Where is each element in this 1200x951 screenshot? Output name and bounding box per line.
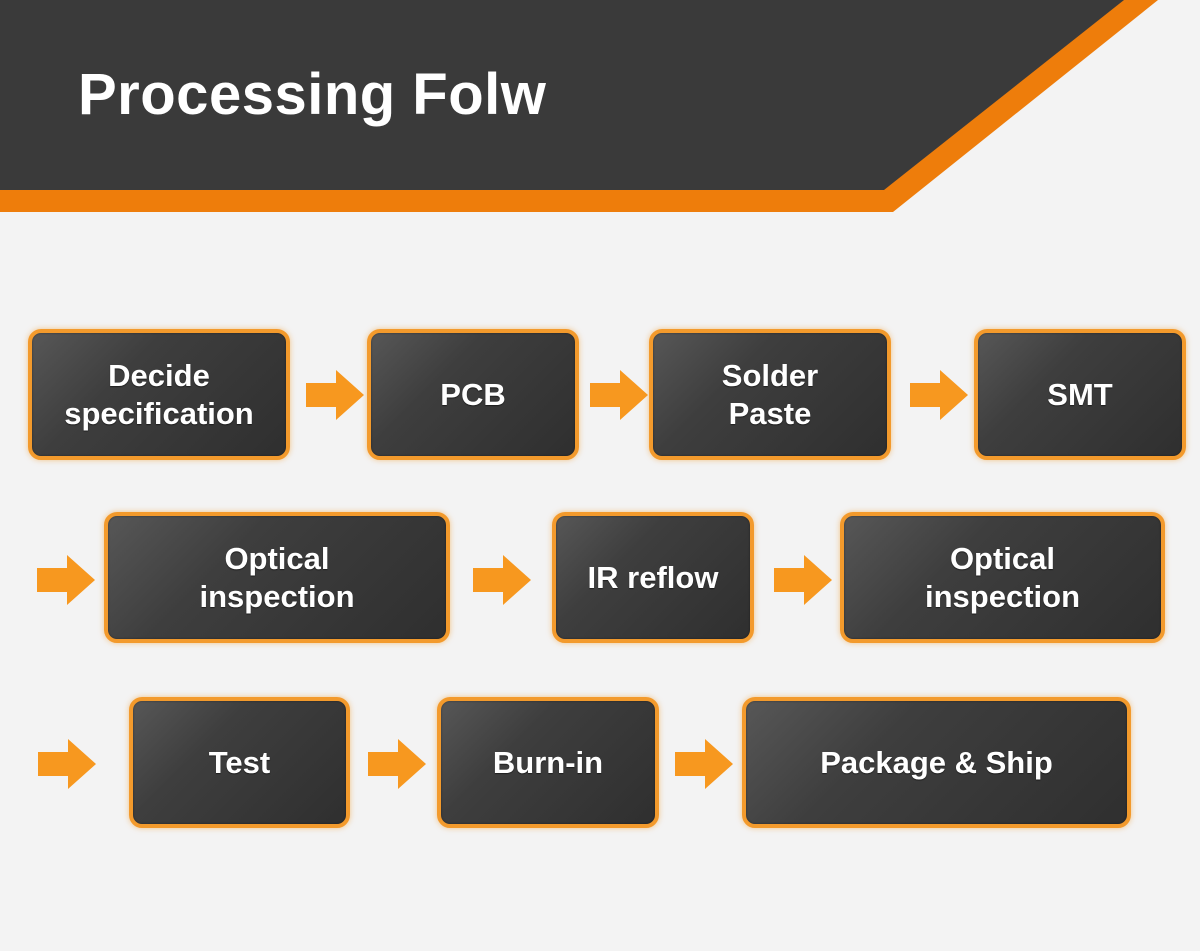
step-label: Optical inspection (924, 540, 1080, 614)
arrow-right-icon (473, 555, 531, 605)
step-ir-reflow: IR reflow (552, 512, 754, 643)
header-banner (0, 0, 1158, 212)
step-label: Solder Paste (721, 357, 819, 431)
step-optical-inspection-2: Optical inspection (840, 512, 1165, 643)
step-smt: SMT (974, 329, 1186, 460)
step-test: Test (129, 697, 350, 828)
step-label: IR reflow (587, 559, 719, 595)
step-label: Test (208, 744, 271, 780)
page-title: Processing Folw (78, 62, 547, 127)
arrow-right-icon (368, 739, 426, 789)
step-solder-paste: Solder Paste (649, 329, 891, 460)
step-package-ship: Package & Ship (742, 697, 1131, 828)
step-burn-in: Burn-in (437, 697, 659, 828)
step-label: Optical inspection (199, 540, 355, 614)
step-label: Package & Ship (820, 744, 1053, 780)
arrow-right-icon (38, 739, 96, 789)
step-label: PCB (440, 376, 506, 412)
step-decide-specification: Decide specification (28, 329, 290, 460)
step-pcb: PCB (367, 329, 579, 460)
arrow-right-icon (774, 555, 832, 605)
arrow-right-icon (910, 370, 968, 420)
step-label: SMT (1047, 376, 1113, 412)
arrow-right-icon (306, 370, 364, 420)
step-label: Burn-in (492, 744, 604, 780)
arrow-right-icon (590, 370, 648, 420)
step-optical-inspection-1: Optical inspection (104, 512, 450, 643)
arrow-right-icon (675, 739, 733, 789)
step-label: Decide specification (64, 357, 254, 431)
arrow-right-icon (37, 555, 95, 605)
header-dark-band (0, 0, 1124, 190)
